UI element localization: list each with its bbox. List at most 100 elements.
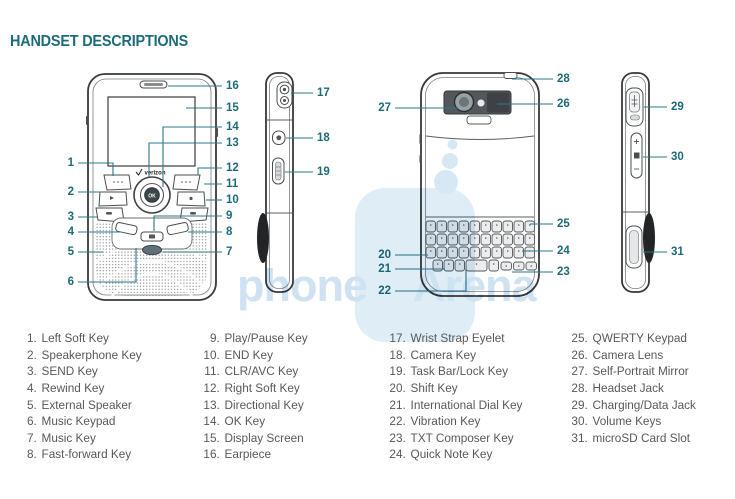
legend-item-number: 19. [389,364,406,379]
side-nub [419,155,422,163]
qwerty-key [513,220,524,233]
legend-item-label: Task Bar/Lock Key [410,364,509,379]
page-title: HANDSET DESCRIPTIONS [10,33,189,50]
legend-item: 29.Charging/Data Jack [565,396,696,413]
qwerty-key [513,246,524,259]
key-glyph [484,237,487,239]
legend-item-label: Self-Portrait Mirror [592,364,689,379]
watermark-bubble [442,153,458,169]
charging-data-jack [625,87,644,127]
legend-item: 10.END Key [197,347,308,364]
qwerty-key [480,246,491,259]
key-glyph [528,237,531,239]
legend-item-number: 12. [203,381,220,396]
music-keypad [111,217,193,250]
legend-item-number: 10. [203,347,220,362]
legend-item-number: 7. [26,430,37,445]
legend-item: 15.Display Screen [197,430,308,447]
qwerty-key [502,233,513,246]
volume-keys [630,132,643,179]
callout-number-3: 3 [68,211,74,223]
legend-item-number: 6. [26,414,37,429]
callout-number-12: 12 [226,162,239,174]
key-glyph [506,237,509,239]
qwerty-key [513,233,524,246]
microsd-card-slot [625,225,643,269]
legend-item: 26.Camera Lens [565,347,696,364]
legend-item-label: Charging/Data Jack [592,397,696,412]
callout-number-8: 8 [226,226,233,238]
legend-item: 17.Wrist Strap Eyelet [383,330,522,347]
legend-item-label: Camera Key [410,347,476,362]
key-glyph [517,250,520,252]
watermark-bubble-square [355,188,475,342]
legend-item-label: Play/Pause Key [224,331,308,346]
legend-item-label: Directional Key [224,397,304,412]
callout-number-17: 17 [317,87,330,99]
key-glyph [530,265,533,267]
key-glyph [484,224,487,226]
qwerty-key [524,246,535,259]
self-portrait-mirror [466,115,492,125]
legend-item-number: 24. [389,447,406,462]
legend-item-number: 23. [389,430,406,445]
key-glyph [495,237,498,239]
legend-item-number: 30. [571,414,588,429]
callout-number-10: 10 [226,194,239,206]
side-grip [643,213,655,263]
legend-item-number: 1. [26,331,37,346]
callout-number-28: 28 [557,73,570,85]
key-glyph [528,224,531,226]
key-glyph [505,265,508,267]
watermark-word-phone: phone [237,260,367,311]
callout-line-12 [197,167,222,175]
legend-item-label: TXT Composer Key [410,430,514,445]
legend-item: 21. International Dial Key [383,396,522,413]
verizon-logo: verizon [135,168,166,177]
legend-item-label: Quick Note Key [410,447,493,462]
legend-item-label: Right Soft Key [224,381,300,396]
legend-item-label: Rewind Key [41,381,105,396]
legend-item-number: 21. [389,397,406,412]
key-glyph [495,224,498,226]
legend-item-label: Vibration Key [410,414,481,429]
legend-item-number: 28. [571,381,588,396]
legend-item-number: 31. [571,430,588,445]
legend-item-number: 25. [571,331,588,346]
callout-line-13 [148,142,222,177]
svg-text:verizon: verizon [144,171,165,177]
legend-item-number: 9. [209,331,220,346]
callout-number-30: 30 [671,151,684,163]
legend-item-label: Display Screen [224,430,304,445]
left-side-view [257,72,294,293]
legend-item: 11.CLR/AVC Key [197,363,308,380]
watermark: phone Arena [237,139,539,342]
callout-line-1 [78,162,114,176]
legend-item: 18.Camera Key [383,347,522,364]
qwerty-key [480,220,491,233]
legend-item-number: 26. [571,347,588,362]
display-screen [107,96,196,167]
legend-item-number: 4. [26,381,37,396]
legend-item: 27. Self-Portrait Mirror [565,363,696,380]
legend-item: 7.Music Key [14,430,142,447]
panel-seam [425,135,535,140]
callout-number-11: 11 [226,178,239,190]
clr-avc-key [176,191,206,207]
ok-key: OK [144,187,160,203]
legend-item-number: 27. [571,364,588,379]
legend-item: 3. SEND Key [14,363,142,380]
legend-item-label: SEND Key [41,364,98,379]
legend-item: 20.Shift Key [383,380,522,397]
legend-item-label: International Dial Key [410,397,523,412]
wrist-strap-eyelet [276,81,293,109]
legend-item-number: 3. [26,364,37,379]
qwerty-key [524,220,535,233]
callout-number-31: 31 [671,246,684,258]
earpiece [139,80,168,89]
front-phone-view: verizon OK [86,73,218,301]
